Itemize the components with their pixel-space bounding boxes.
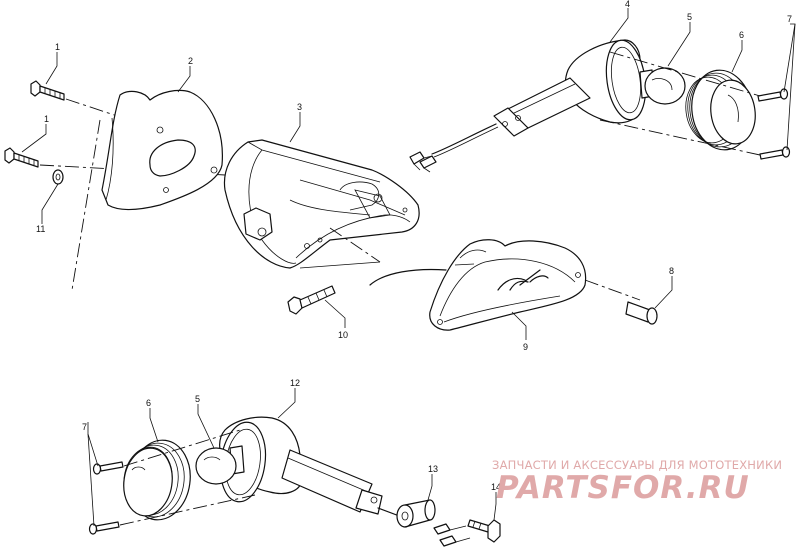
callout-14: 14	[491, 482, 501, 492]
callout-11: 11	[36, 224, 45, 234]
bolt-1-upper	[30, 80, 65, 101]
screw-7-lower-b	[88, 521, 120, 535]
callout-13: 13	[428, 464, 438, 474]
callout-4: 4	[625, 0, 630, 9]
callout-5-lower: 5	[195, 394, 200, 404]
washer-11	[52, 169, 64, 185]
callout-7-upper: 7	[787, 14, 792, 24]
signal-housing-12	[219, 416, 411, 521]
signal-housing-4	[431, 39, 647, 158]
callout-9: 9	[523, 342, 528, 352]
bracket-plate-2	[101, 89, 223, 211]
callout-labels: 1 1 2 3 4 5 6 7 8 9 10 11 12 6 5 7 13 14	[36, 0, 792, 492]
badge-cover-9	[429, 239, 587, 331]
watermark-tagline: ЗАПЧАСТИ И АКСЕССУАРЫ ДЛЯ МОТОТЕХНИКИ	[492, 458, 783, 472]
callout-2: 2	[188, 56, 193, 66]
bolt-14	[467, 519, 501, 543]
bolt-1-lower	[4, 147, 39, 168]
bolt-8	[625, 301, 658, 325]
callout-7-lower: 7	[82, 422, 87, 432]
callout-6-lower: 6	[146, 398, 151, 408]
callout-12: 12	[290, 378, 300, 388]
bulb-5-upper	[639, 67, 686, 105]
callout-1-upper: 1	[55, 42, 60, 52]
watermark-logo: PARTSFOR.RU	[496, 470, 750, 506]
callout-1-lower: 1	[44, 114, 49, 124]
grommet-13	[396, 499, 436, 528]
connector-terminals-upper	[409, 151, 437, 173]
callout-3: 3	[297, 102, 302, 112]
housing-bracket-3	[223, 139, 420, 269]
callout-8: 8	[669, 266, 674, 276]
lens-6-lower	[123, 439, 191, 521]
bolt-10	[287, 285, 336, 315]
lens-6-upper	[685, 69, 756, 151]
screw-7-upper-b	[759, 146, 791, 160]
leader-lines	[21, 8, 796, 527]
callout-6-upper: 6	[739, 30, 744, 40]
screw-7-upper-a	[757, 88, 789, 102]
callout-5-upper: 5	[687, 12, 692, 22]
screw-7-lower-a	[92, 461, 124, 475]
connector-terminals-lower	[433, 523, 471, 547]
callout-10: 10	[338, 330, 348, 340]
bulb-5-lower	[195, 445, 245, 485]
